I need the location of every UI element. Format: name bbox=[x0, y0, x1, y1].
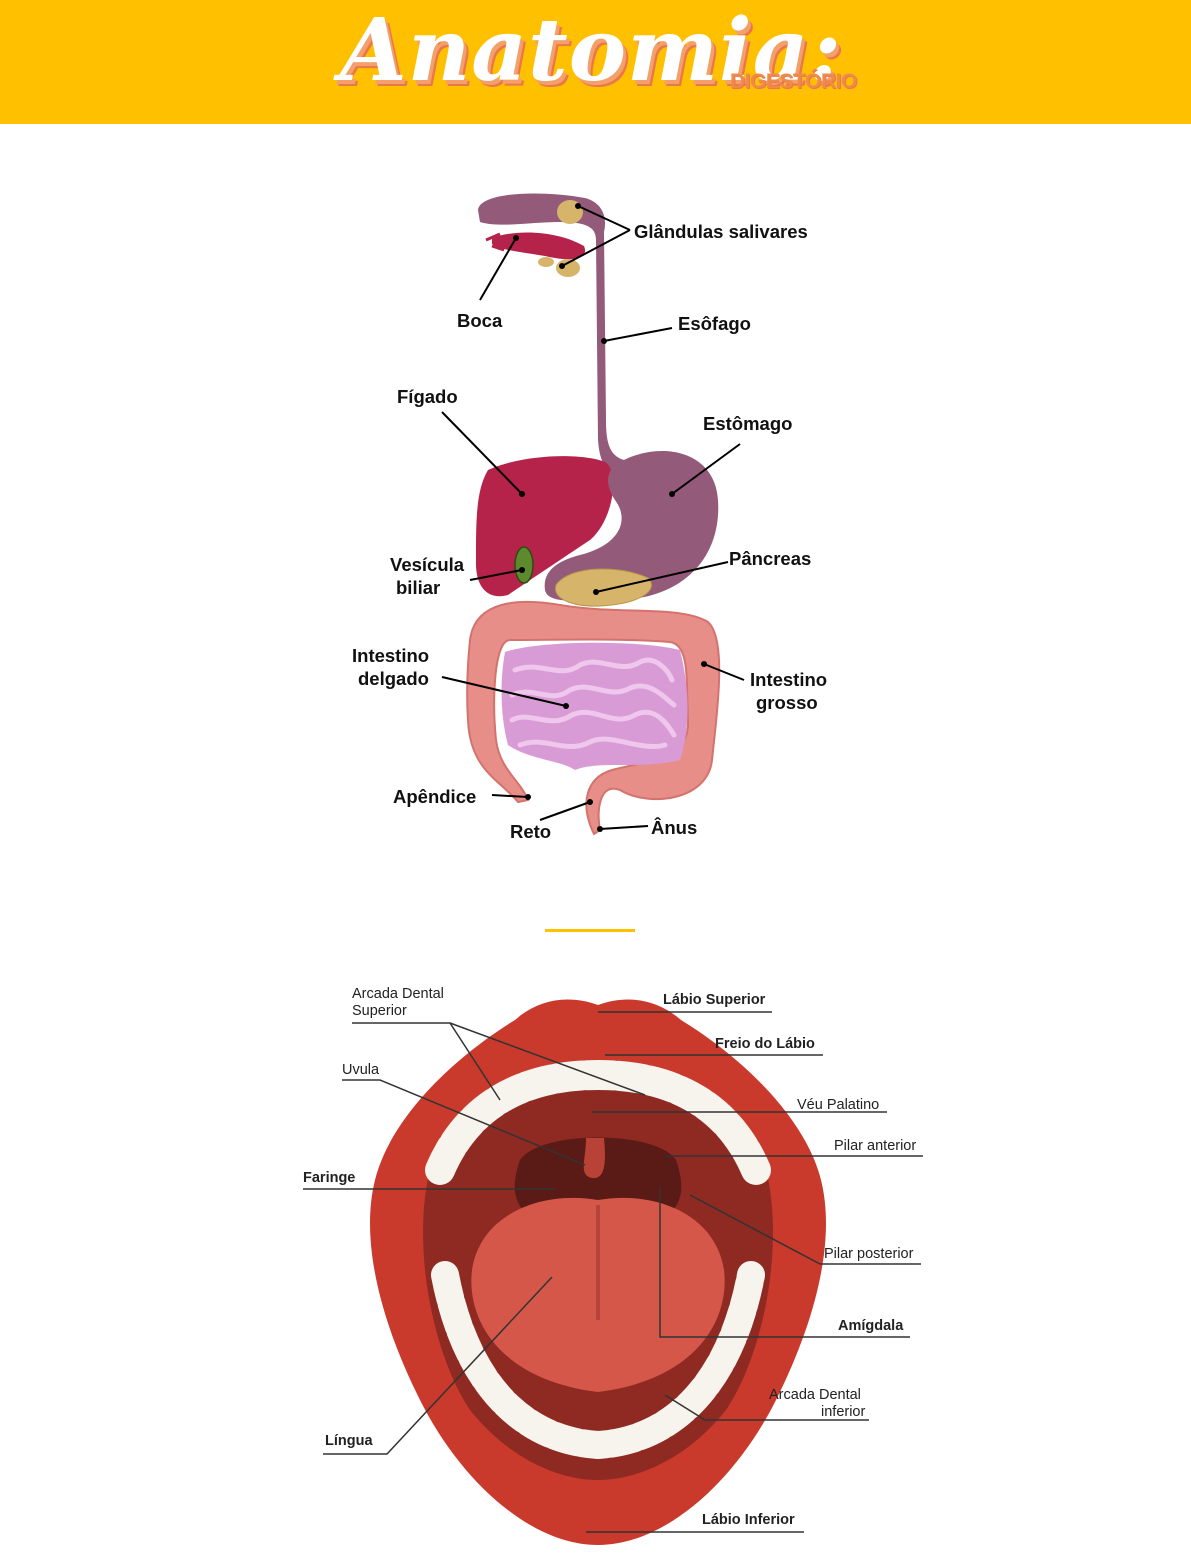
mouth-leader-lines bbox=[303, 1011, 923, 1533]
salivary-gland-3 bbox=[538, 257, 554, 267]
gallbladder-shape bbox=[514, 546, 534, 584]
header-banner: Anatomia: DIGESTÓRIO bbox=[0, 0, 1191, 124]
label-apendice: Apêndice bbox=[393, 786, 476, 807]
label-anus: Ânus bbox=[651, 817, 697, 838]
label-intestino-delgado-2: delgado bbox=[358, 668, 429, 689]
label-figado: Fígado bbox=[397, 386, 458, 407]
label-labio-superior: Lábio Superior bbox=[663, 992, 766, 1008]
label-vesicula-1: Vesícula bbox=[390, 554, 465, 575]
label-reto: Reto bbox=[510, 821, 551, 842]
label-lingua: Língua bbox=[325, 1433, 373, 1449]
pancreas-shape bbox=[555, 568, 652, 607]
stomach-shape bbox=[544, 450, 719, 601]
label-boca: Boca bbox=[457, 310, 503, 331]
label-arcada-superior-2: Superior bbox=[352, 1003, 407, 1019]
esophagus-shape bbox=[478, 193, 660, 481]
label-veu-palatino: Véu Palatino bbox=[797, 1097, 879, 1113]
label-arcada-inferior-2: inferior bbox=[821, 1404, 865, 1420]
digestive-leader-lines bbox=[441, 205, 745, 830]
label-arcada-superior-1: Arcada Dental bbox=[352, 986, 444, 1002]
mouth-outline bbox=[485, 232, 505, 252]
label-intestino-delgado-1: Intestino bbox=[352, 645, 429, 666]
page-title: Anatomia: bbox=[340, 0, 843, 101]
liver-shape bbox=[475, 456, 614, 597]
label-estomago: Estômago bbox=[703, 413, 792, 434]
label-uvula: Uvula bbox=[342, 1062, 380, 1078]
label-vesicula-2: biliar bbox=[396, 577, 440, 598]
label-glandulas-salivares: Glândulas salivares bbox=[634, 221, 808, 242]
page-subtitle: DIGESTÓRIO bbox=[730, 70, 857, 93]
mouth-anatomy-diagram: Arcada Dental Superior Uvula Faringe Lín… bbox=[303, 986, 923, 1545]
label-pancreas: Pâncreas bbox=[729, 548, 811, 569]
label-labio-inferior: Lábio Inferior bbox=[702, 1512, 795, 1528]
uvula-shape bbox=[583, 1138, 605, 1179]
label-faringe: Faringe bbox=[303, 1170, 355, 1186]
small-intestine-shape bbox=[501, 642, 688, 770]
label-freio-do-labio: Freio do Lábio bbox=[715, 1036, 815, 1052]
small-intestine-folds bbox=[509, 657, 677, 749]
label-amigdala: Amígdala bbox=[838, 1318, 904, 1334]
label-esofago: Esôfago bbox=[678, 313, 751, 334]
label-pilar-posterior: Pilar posterior bbox=[824, 1246, 914, 1262]
label-intestino-grosso-1: Intestino bbox=[750, 669, 827, 690]
upper-teeth bbox=[425, 1059, 771, 1185]
digestive-leader-dots bbox=[513, 203, 707, 832]
section-divider bbox=[545, 929, 635, 932]
label-arcada-inferior-1: Arcada Dental bbox=[769, 1387, 861, 1403]
digestive-system-diagram: Glândulas salivares Boca Esôfago Fígado … bbox=[352, 193, 827, 842]
label-intestino-grosso-2: grosso bbox=[756, 692, 818, 713]
label-pilar-anterior: Pilar anterior bbox=[834, 1138, 916, 1154]
